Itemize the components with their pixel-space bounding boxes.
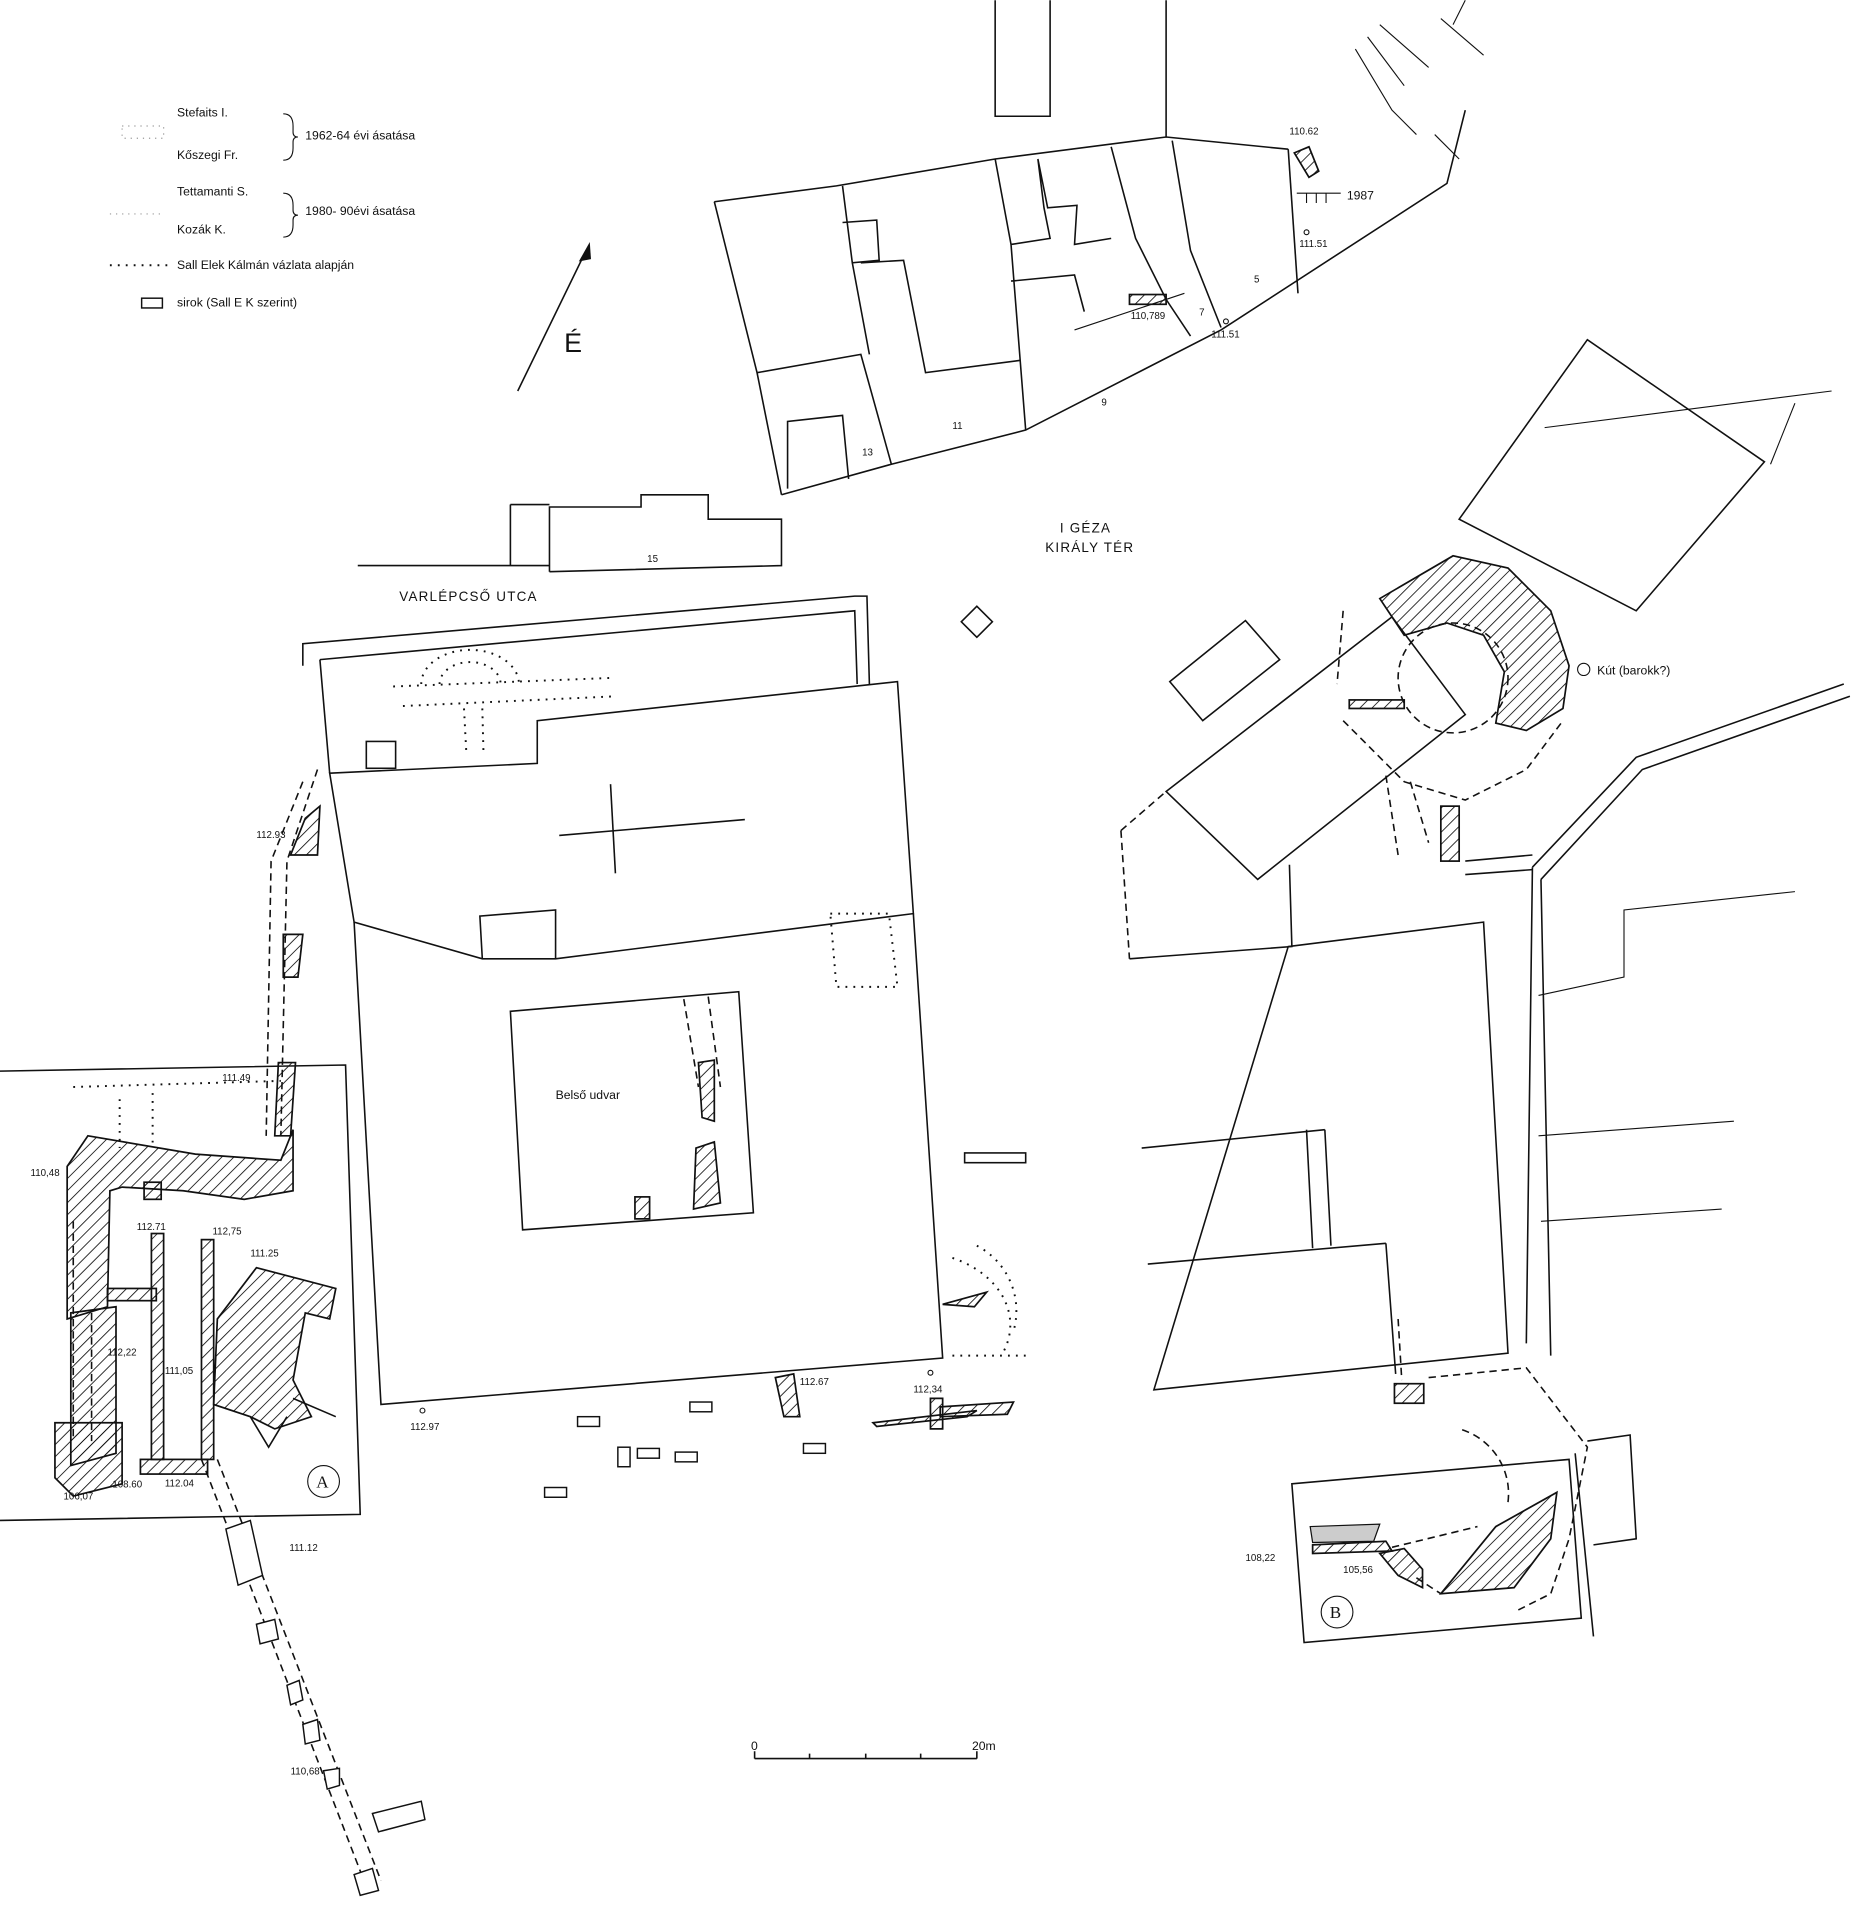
elevation-label: 106,07 bbox=[63, 1492, 93, 1503]
parcel-number-11: 11 bbox=[952, 421, 962, 432]
elevation-label: 112.04 bbox=[165, 1478, 195, 1489]
legend-brace-1 bbox=[283, 113, 298, 161]
elevation-label: 110,48 bbox=[31, 1168, 60, 1179]
north-arrow-head-icon bbox=[578, 242, 591, 262]
cross-mark bbox=[559, 818, 745, 837]
elevation-label: 112,22 bbox=[107, 1348, 136, 1359]
parcel-number-7: 7 bbox=[1199, 307, 1204, 318]
north-arrow: É bbox=[517, 242, 591, 392]
north-label: É bbox=[564, 328, 582, 358]
elevation-label: 111.49 bbox=[222, 1073, 250, 1084]
area-a-letter: A bbox=[316, 1472, 329, 1491]
well-icon bbox=[1577, 662, 1591, 677]
parcel-number-13: 13 bbox=[862, 448, 873, 459]
elevation-label: 112.97 bbox=[410, 1422, 439, 1433]
elevation-label: 110,789 bbox=[1131, 311, 1166, 322]
legend-kozak: Kozák K. bbox=[177, 222, 226, 236]
northern-parcels: 15 13 11 9 7 5 1987 110.62 111.51 111.51… bbox=[357, 0, 1484, 573]
scale-bar: 0 20m bbox=[751, 1739, 996, 1760]
well-wall-remains bbox=[1378, 554, 1570, 732]
year-1987-label: 1987 bbox=[1347, 188, 1374, 202]
legend-brace-2 bbox=[283, 192, 298, 238]
elevation-label: 112.93 bbox=[256, 830, 285, 841]
elevation-label: 111.12 bbox=[289, 1543, 317, 1554]
elevation-label: 108.60 bbox=[112, 1479, 142, 1490]
scale-zero: 0 bbox=[751, 1739, 758, 1753]
elevation-label: 112,34 bbox=[913, 1384, 943, 1395]
wall-north-west bbox=[66, 1129, 294, 1321]
parcel-number-15: 15 bbox=[647, 554, 658, 565]
dashed-wall-line-south bbox=[200, 1459, 382, 1888]
legend-tettamanti: Tettamanti S. bbox=[177, 185, 248, 199]
street-label-varlepcso: VARLÉPCSŐ UTCA bbox=[399, 589, 537, 604]
excavation-area-b: B 108,22 105,56 bbox=[1245, 1434, 1638, 1644]
elevation-label: 111.51 bbox=[1299, 239, 1327, 250]
south-graves: 112.97 112.67 112,34 bbox=[410, 1369, 1015, 1498]
legend-period-1962: 1962-64 évi ásatása bbox=[305, 128, 415, 142]
elevation-label: 105,56 bbox=[1343, 1565, 1373, 1576]
elevation-label: 112.67 bbox=[800, 1377, 829, 1388]
courtyard-label: Belső udvar bbox=[556, 1088, 620, 1102]
area-b-marker bbox=[1320, 1595, 1354, 1629]
area-a-marker bbox=[307, 1464, 341, 1498]
parcel-15 bbox=[548, 493, 783, 573]
north-arrow-line bbox=[517, 250, 587, 392]
excavation-area-a: A 112.93 111.49 110,48 112.71 112,75 111… bbox=[0, 769, 426, 1897]
legend-swatch-1962 bbox=[121, 125, 165, 139]
inner-courtyard bbox=[509, 990, 755, 1231]
square-monument bbox=[960, 605, 994, 639]
eastern-buildings: Kút (barokk?) bbox=[1120, 338, 1851, 1613]
legend-graves: sirok (Sall E K szerint) bbox=[177, 296, 297, 310]
square-label-line1: I GÉZA bbox=[1060, 521, 1111, 536]
elevation-label: 112.71 bbox=[137, 1222, 166, 1233]
legend-swatch-grave bbox=[140, 297, 164, 309]
scale-end: 20m bbox=[972, 1739, 996, 1753]
legend-period-1980: 1980- 90évi ásatása bbox=[305, 204, 415, 218]
area-b-letter: B bbox=[1330, 1603, 1341, 1622]
castle-lower-block bbox=[353, 913, 944, 1406]
legend-koszegi: Kőszegi Fr. bbox=[177, 148, 238, 162]
well-label: Kút (barokk?) bbox=[1597, 663, 1670, 677]
round-structure-remains bbox=[212, 1266, 337, 1430]
parcel-number-5: 5 bbox=[1254, 274, 1260, 285]
elevation-label: 111.51 bbox=[1211, 329, 1239, 340]
wall-fragment bbox=[1128, 293, 1167, 306]
elevation-label: 112,75 bbox=[212, 1227, 242, 1238]
legend-sall: Sall Elek Kálmán vázlata alapján bbox=[177, 258, 354, 272]
elevation-label: 110.62 bbox=[1289, 127, 1318, 138]
elevation-label: 110,68 bbox=[291, 1766, 320, 1777]
parcel-number-9: 9 bbox=[1101, 398, 1106, 409]
elevation-label: 111,05 bbox=[165, 1366, 194, 1377]
well-outline bbox=[1397, 622, 1509, 734]
legend: Stefaits I. Kőszegi Fr. 1962-64 évi ásat… bbox=[109, 105, 415, 310]
square-label-line2: KIRÁLY TÉR bbox=[1045, 540, 1134, 555]
elevation-label: 111.25 bbox=[250, 1249, 279, 1260]
legend-stefaits: Stefaits I. bbox=[177, 105, 228, 119]
castle-building: Belső udvar bbox=[302, 595, 1032, 1406]
elevation-label: 108,22 bbox=[1245, 1553, 1275, 1564]
